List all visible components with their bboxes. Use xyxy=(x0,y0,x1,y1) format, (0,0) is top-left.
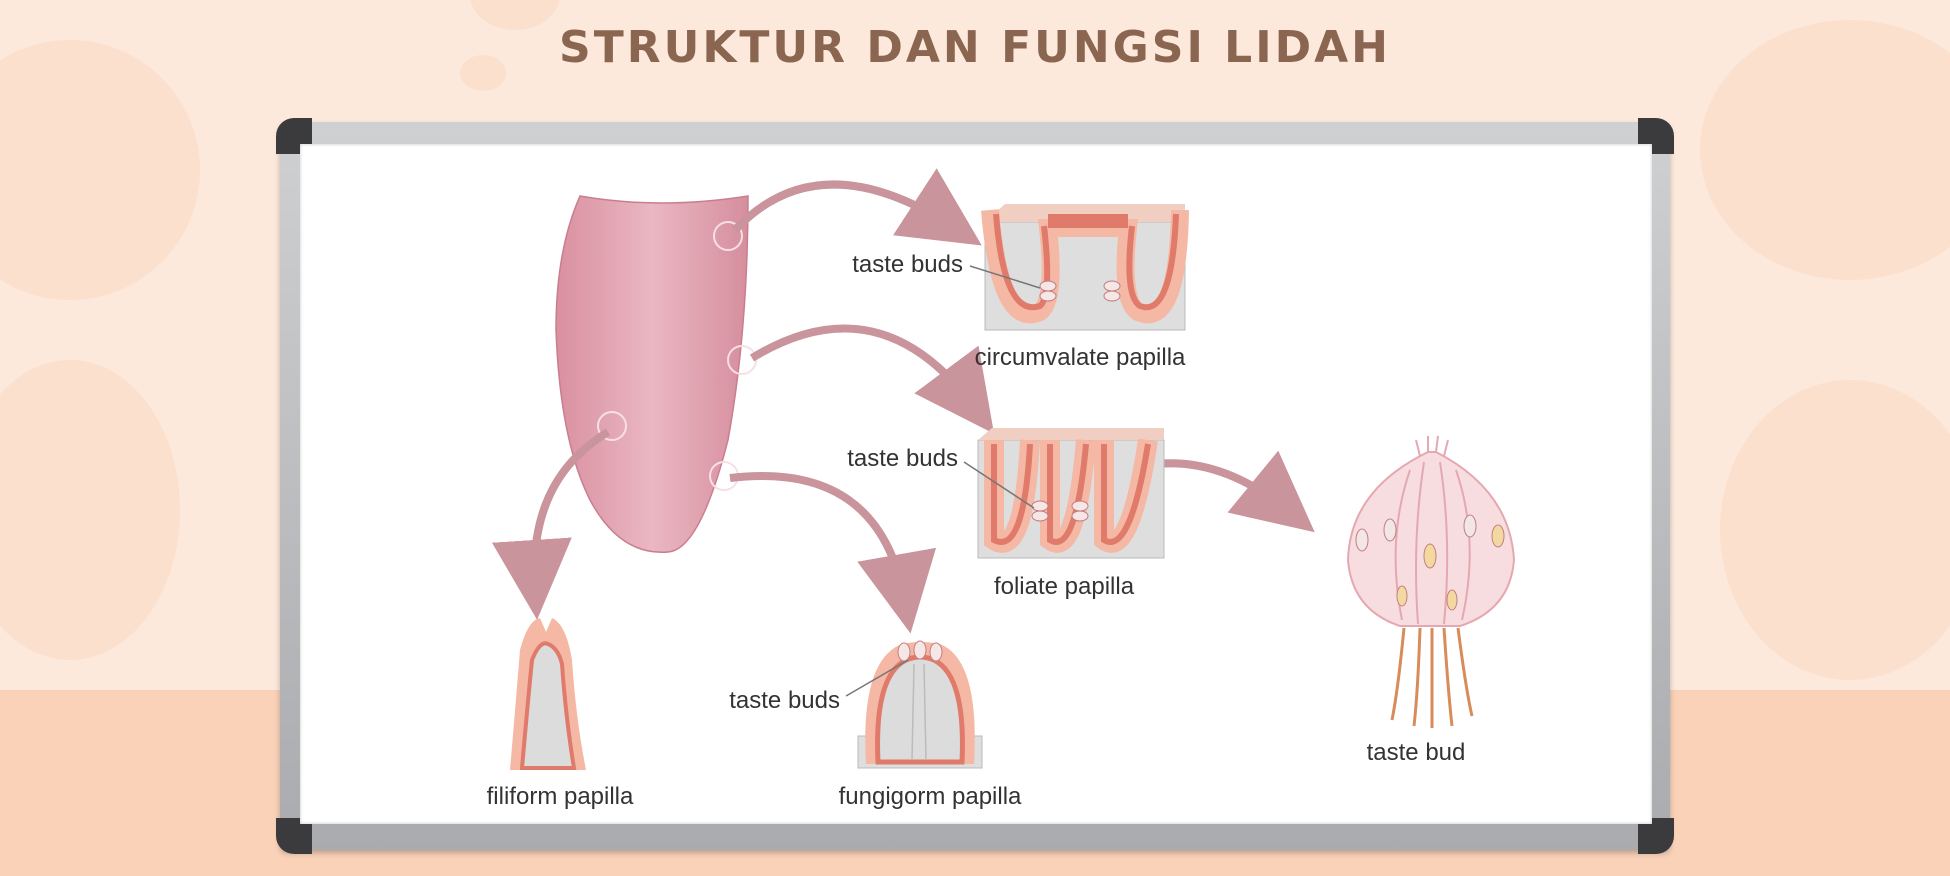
label-filiform-papilla: filiform papilla xyxy=(487,783,634,810)
decor-blob xyxy=(1720,380,1950,680)
leader-line xyxy=(845,659,909,697)
arrow-to-circumvalate xyxy=(732,168,982,246)
papilla-marker xyxy=(597,411,627,441)
label-taste-bud: taste bud xyxy=(1367,739,1466,766)
board-corner xyxy=(276,818,312,854)
decor-blob xyxy=(0,40,200,300)
decor-blob xyxy=(1700,20,1950,280)
tongue-illustration xyxy=(555,195,749,553)
label-foliate-taste-buds: taste buds xyxy=(847,445,958,472)
circumvalate-papilla-illustration xyxy=(981,204,1189,331)
leader-line xyxy=(963,461,1035,509)
arrow-to-foliate xyxy=(749,324,995,434)
label-foliate-papilla: foliate papilla xyxy=(994,573,1135,600)
decor-blob xyxy=(460,55,506,91)
board-corner xyxy=(1638,818,1674,854)
papilla-marker xyxy=(713,221,743,251)
taste-bud-illustration xyxy=(1346,435,1516,728)
label-circumvalate-taste-buds: taste buds xyxy=(852,251,963,278)
label-fungiform-papilla: fungigorm papilla xyxy=(839,783,1022,810)
label-fungiform-taste-buds: taste buds xyxy=(729,687,840,714)
arrow-to-filiform xyxy=(491,428,611,620)
fungiform-papilla-illustration xyxy=(857,640,983,769)
foliate-papilla-illustration xyxy=(977,428,1165,559)
leader-line xyxy=(969,265,1041,289)
board-surface: taste buds circumvalate papilla taste bu… xyxy=(300,144,1652,824)
page-title: STRUKTUR DAN FUNGSI LIDAH xyxy=(559,22,1391,73)
arrow-to-fungiform xyxy=(729,471,937,634)
label-circumvalate-papilla: circumvalate papilla xyxy=(975,344,1186,371)
tongue-diagram: taste buds circumvalate papilla taste bu… xyxy=(487,168,1516,810)
whiteboard: taste buds circumvalate papilla taste bu… xyxy=(276,118,1674,854)
filiform-papilla-illustration xyxy=(510,618,586,770)
decor-blob xyxy=(0,360,180,660)
